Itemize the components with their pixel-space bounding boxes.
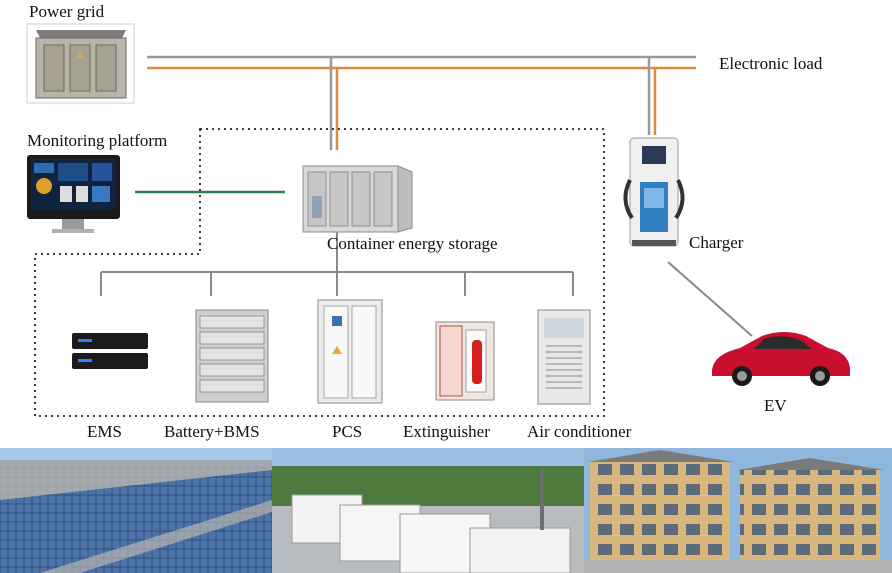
pcs-image (317, 299, 383, 404)
component-label-battery-bms: Battery+BMS (164, 422, 260, 441)
power-grid-image (26, 23, 135, 104)
system-boundary (34, 128, 605, 417)
charging-cable (667, 261, 753, 337)
air-conditioner-image (537, 309, 591, 405)
component-label-extinguisher: Extinguisher (403, 422, 490, 441)
component-label-pcs: PCS (332, 422, 363, 441)
component-label-air-conditioner: Air conditioner (527, 422, 632, 441)
electronic-load-label: Electronic load (719, 54, 823, 73)
residential-buildings-photo (584, 448, 892, 573)
ev-label: EV (764, 396, 787, 415)
charger-image (623, 137, 685, 247)
container-energy-storage-image (302, 165, 413, 233)
solar-farm-photo (0, 448, 272, 573)
charger-label: Charger (689, 233, 744, 252)
monitoring-platform-image (27, 155, 120, 233)
ems-image (72, 333, 148, 369)
monitoring-platform-label: Monitoring platform (27, 131, 168, 150)
battery-bms-image (195, 309, 269, 403)
storage-station-photo (272, 448, 584, 573)
component-tree (100, 232, 574, 296)
component-label-ems: EMS (87, 422, 122, 441)
ev-car-image (712, 332, 850, 386)
container-energy-storage-label: Container energy storage (327, 234, 498, 253)
extinguisher-image (435, 321, 495, 401)
power-grid-label: Power grid (29, 2, 105, 21)
grid-bus (147, 55, 696, 150)
